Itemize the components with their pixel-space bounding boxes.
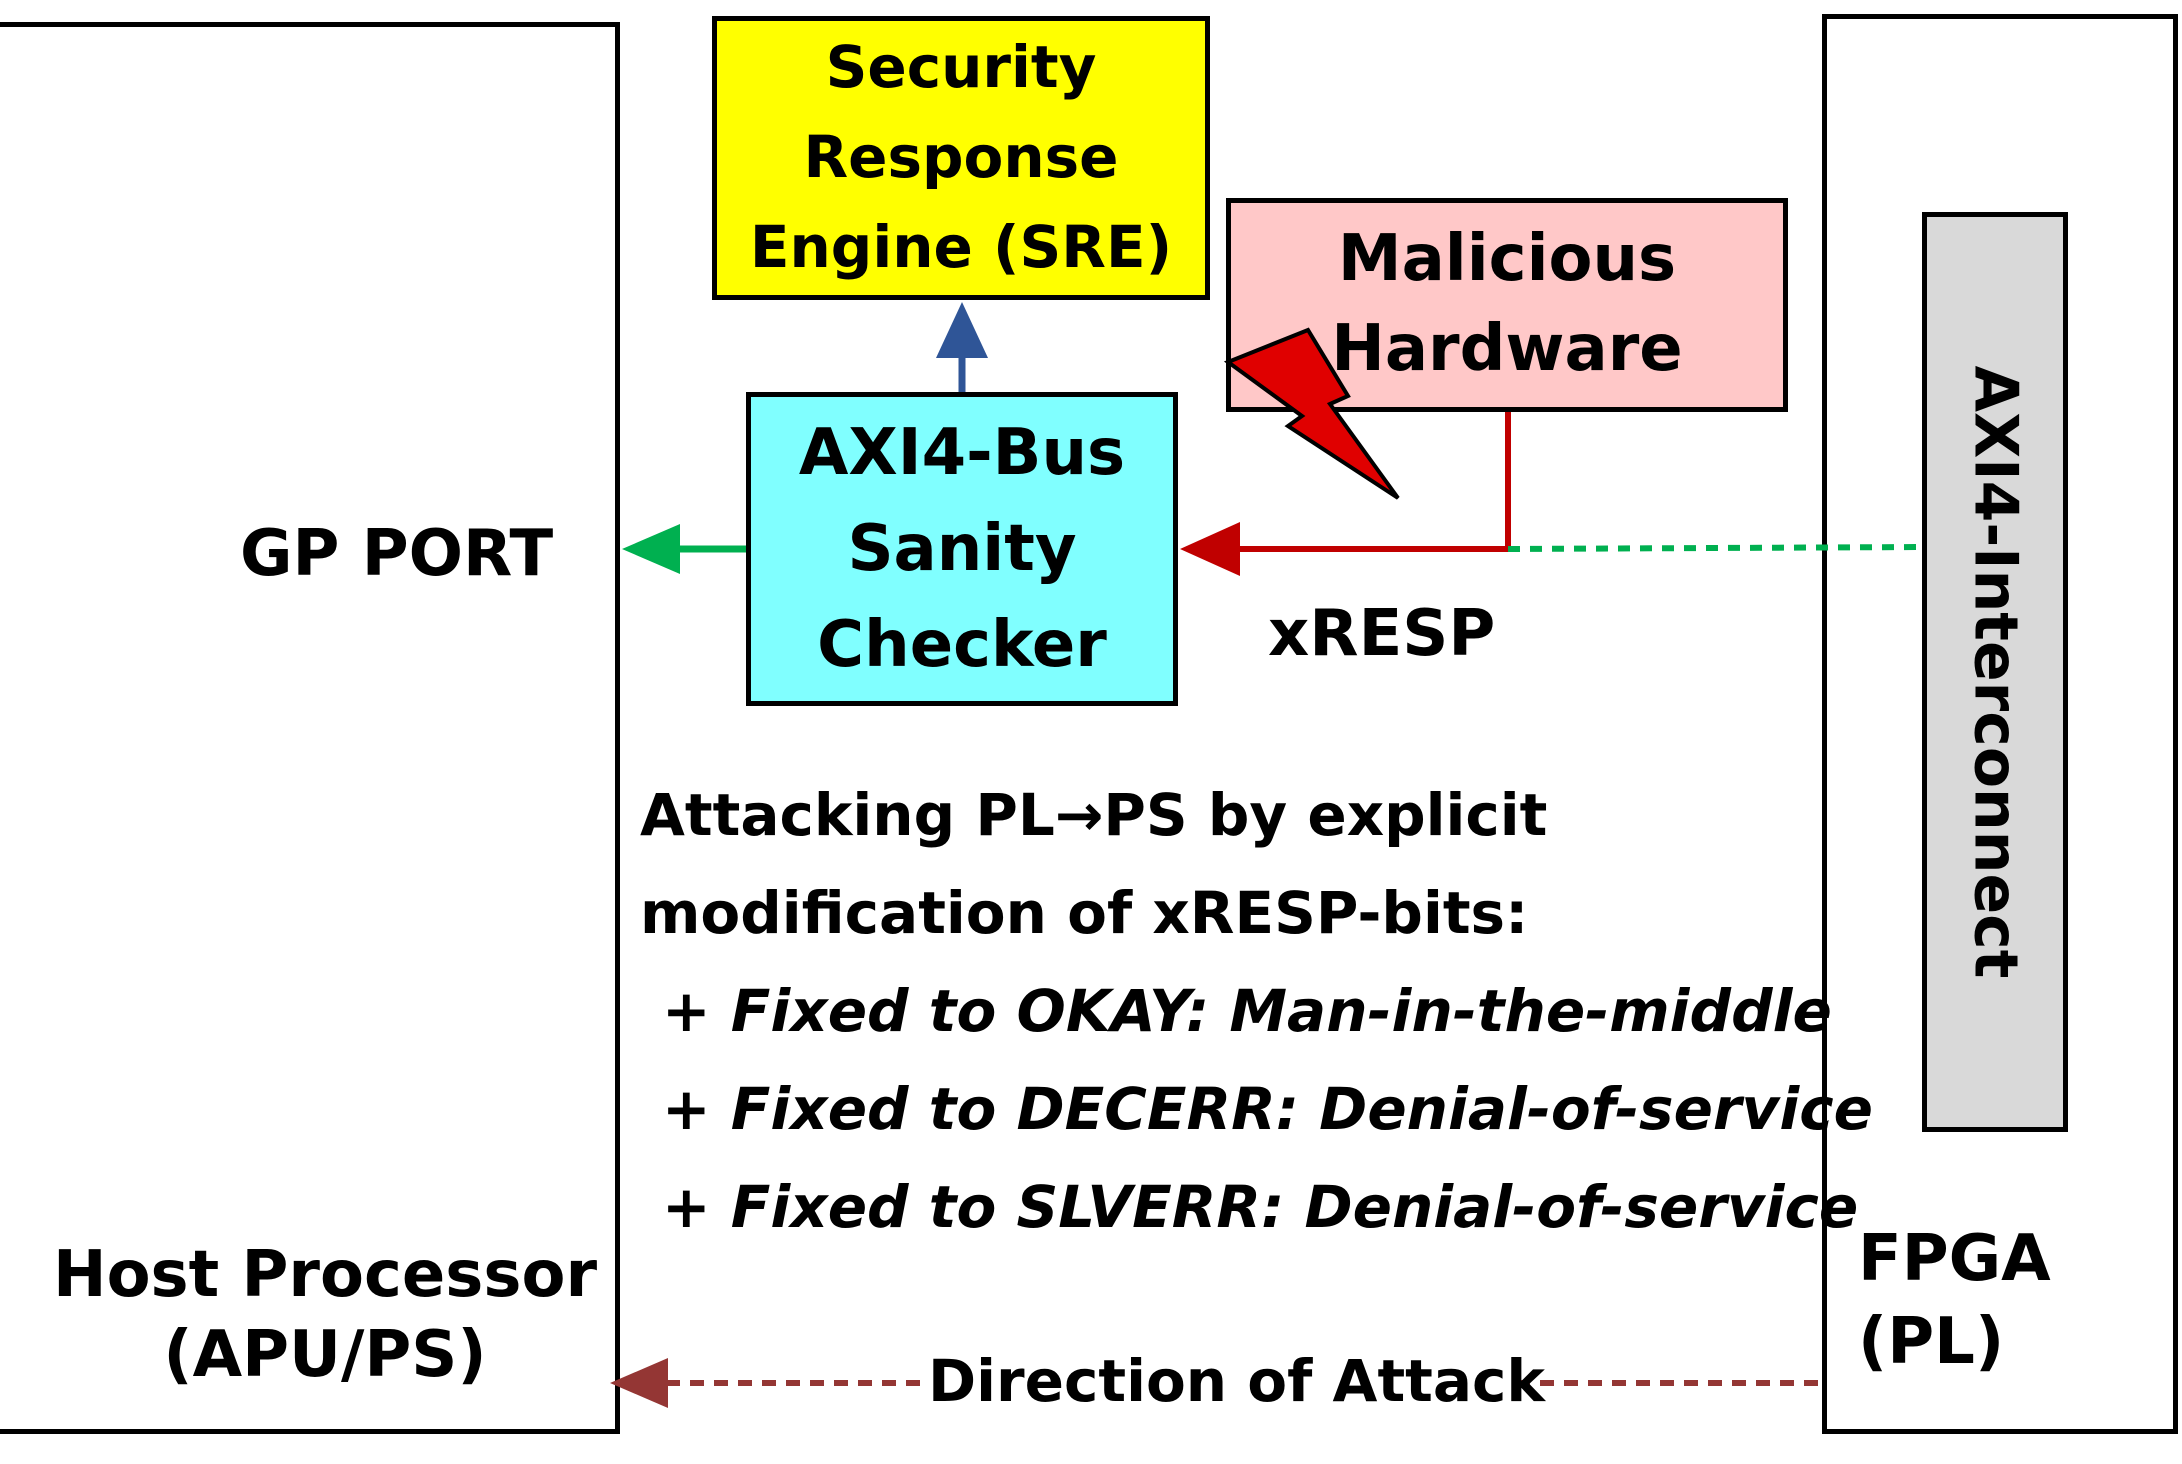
gp-port-label: GP PORT <box>240 517 554 591</box>
attack-item-slverr: + Fixed to SLVERR: Denial-of-service <box>662 1173 1859 1241</box>
axi4-interconnect-block: AXI4-Interconnect <box>1922 212 2068 1132</box>
malicious-line2: Hardware <box>1331 312 1683 386</box>
checker-to-sre-arrow <box>936 302 988 392</box>
checker-to-gp-port-arrow <box>622 524 746 574</box>
lightning-bolt-icon <box>1223 327 1400 500</box>
sre-line2: Response <box>803 123 1119 192</box>
host-processor-name-line1: Host Processor <box>53 1238 597 1312</box>
host-processor-region <box>0 22 620 1434</box>
attack-description-line1: Attacking PL→PS by explicit <box>640 781 1548 849</box>
direction-of-attack-arrow <box>610 1358 1818 1408</box>
fpga-name-line2: (PL) <box>1858 1305 2005 1380</box>
xresp-label: xRESP <box>1268 597 1496 671</box>
attack-item-decerr: + Fixed to DECERR: Denial-of-service <box>662 1075 1873 1143</box>
checker-line2: Sanity <box>847 512 1077 586</box>
attack-item-okay: + Fixed to OKAY: Man-in-the-middle <box>662 977 1832 1045</box>
attack-description: Attacking PL→PS by explicit modification… <box>640 766 1873 1256</box>
fpga-region <box>1822 14 2178 1434</box>
malicious-line1: Malicious <box>1337 222 1677 297</box>
sre-line3: Engine (SRE) <box>749 212 1173 281</box>
sre-line1: Security <box>825 33 1097 102</box>
fpga-name-line1: FPGA <box>1858 1222 2051 1296</box>
attack-description-line2: modification of xRESP-bits: <box>640 879 1529 947</box>
security-response-engine-box: Security Response Engine (SRE) <box>712 16 1210 300</box>
host-processor-name: Host Processor (APU/PS) <box>40 1235 610 1395</box>
fpga-name: FPGA (PL) <box>1858 1218 2051 1384</box>
checker-line3: Checker <box>817 608 1107 682</box>
interconnect-link-dotted <box>1507 544 1923 552</box>
host-processor-name-line2: (APU/PS) <box>163 1318 487 1392</box>
direction-of-attack-label: Direction of Attack <box>928 1347 1545 1415</box>
checker-line1: AXI4-Bus <box>798 416 1126 490</box>
axi4-bus-sanity-checker-box: AXI4-Bus Sanity Checker <box>746 392 1178 706</box>
